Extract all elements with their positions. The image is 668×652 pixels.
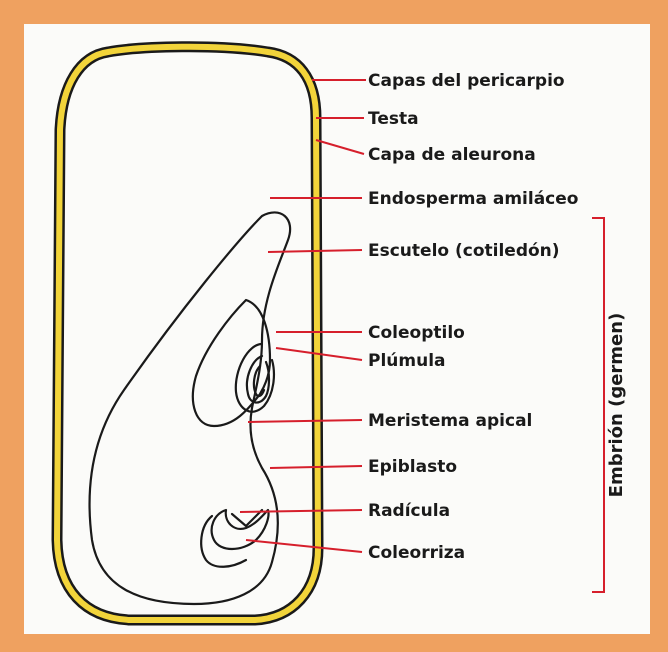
leader-aleurone bbox=[316, 140, 364, 154]
label-apical-meristem: Meristema apical bbox=[368, 411, 532, 431]
label-testa: Testa bbox=[368, 109, 419, 129]
leader-coleorhiza bbox=[246, 540, 362, 552]
embryo-drawing bbox=[90, 212, 291, 604]
label-coleorhiza: Coleorriza bbox=[368, 543, 465, 563]
leader-lines bbox=[240, 80, 366, 552]
leader-epiblast bbox=[270, 466, 362, 468]
label-plumule: Plúmula bbox=[368, 351, 446, 371]
embryo-bracket-label: Embrión (germen) bbox=[606, 313, 627, 498]
part-labels: Capas del pericarpio Testa Capa de aleur… bbox=[368, 71, 578, 563]
label-endosperm: Endosperma amiláceo bbox=[368, 189, 578, 209]
label-epiblast: Epiblasto bbox=[368, 457, 457, 477]
label-scutellum: Escutelo (cotiledón) bbox=[368, 241, 560, 261]
seed-coat bbox=[57, 47, 318, 620]
radicle-outline bbox=[212, 510, 269, 549]
leader-radicle bbox=[240, 510, 362, 512]
label-radicle: Radícula bbox=[368, 501, 450, 521]
embryo-bracket: Embrión (germen) bbox=[592, 218, 627, 592]
leader-apical-meristem bbox=[248, 420, 362, 422]
leader-scutellum bbox=[268, 250, 362, 252]
embryo-axis-outline bbox=[193, 300, 270, 426]
coleorhiza-outline bbox=[201, 516, 246, 567]
label-coleoptile: Coleoptilo bbox=[368, 323, 465, 343]
label-aleurone: Capa de aleurona bbox=[368, 145, 536, 165]
label-pericarp: Capas del pericarpio bbox=[368, 71, 565, 91]
